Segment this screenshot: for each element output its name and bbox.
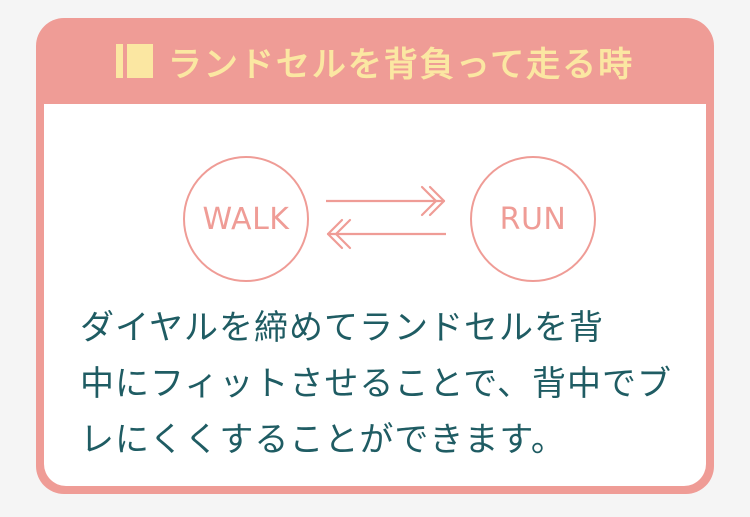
run-circle: RUN (470, 156, 596, 282)
title-mark-thick-bar (126, 44, 153, 78)
arrow-right-icon (326, 185, 446, 217)
card-header: ランドセルを背負って走る時 (36, 18, 714, 104)
title-mark-thin-bar (115, 44, 123, 78)
run-label: RUN (499, 201, 567, 237)
title-bar-mark-icon (115, 44, 154, 78)
description-line: レにくくすることができます。 (80, 420, 566, 460)
card-title: ランドセルを背負って走る時 (167, 44, 635, 85)
walk-label: WALK (202, 201, 290, 237)
info-card: ランドセルを背負って走る時 WALK RUN ダイヤルを締めてランドセルを背 中… (36, 18, 714, 494)
description-line: 中にフィットさせることで、背中でブ (80, 364, 672, 404)
exchange-arrows (326, 185, 446, 250)
description-text: ダイヤルを締めてランドセルを背 中にフィットさせることで、背中でブ レにくくする… (80, 300, 680, 468)
description-line: ダイヤルを締めてランドセルを背 (80, 308, 604, 348)
card-content-panel: WALK RUN ダイヤルを締めてランドセルを背 中にフィットさせることで、背中… (44, 104, 706, 486)
walk-circle: WALK (183, 156, 309, 282)
arrow-left-icon (326, 218, 446, 250)
